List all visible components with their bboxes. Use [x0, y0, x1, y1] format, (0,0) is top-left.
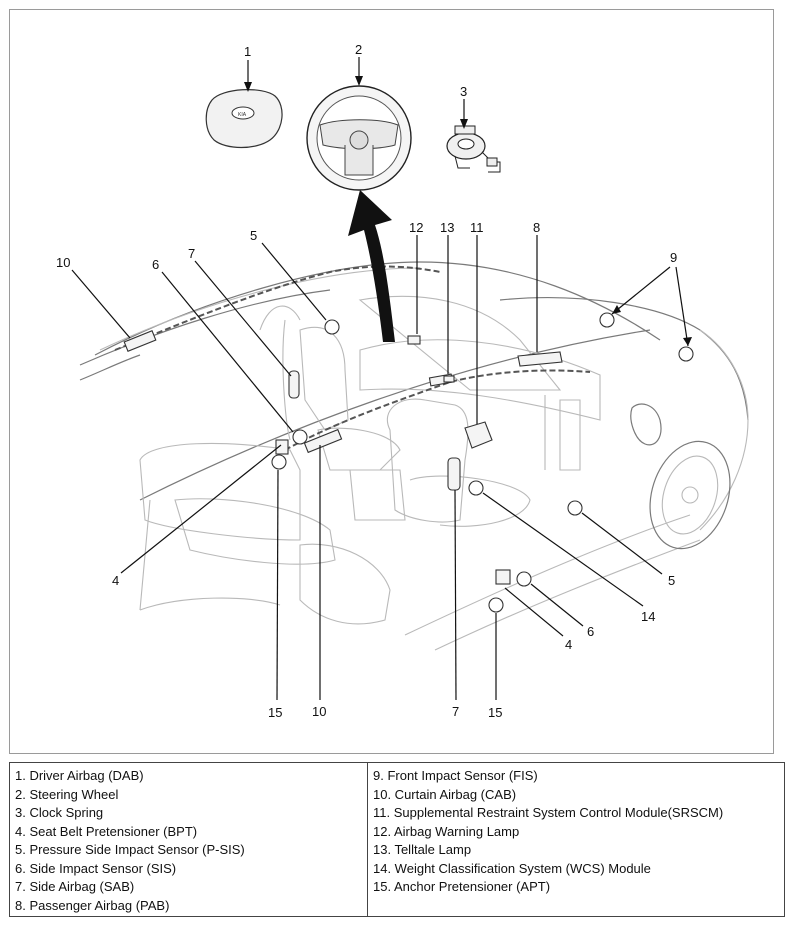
- callout-2: 2: [355, 42, 362, 57]
- callout-7-top: 7: [188, 246, 195, 261]
- legend-item: 3. Clock Spring: [15, 805, 104, 820]
- steering-wheel-part: [306, 85, 412, 191]
- callout-12: 12: [409, 220, 423, 235]
- legend-item: 15. Anchor Pretensioner (APT): [373, 879, 551, 894]
- callout-4-left: 4: [112, 573, 119, 588]
- callout-9: 9: [670, 250, 677, 265]
- leader-lines: [71, 57, 692, 701]
- callout-14: 14: [641, 609, 655, 624]
- callout-4-right: 4: [565, 637, 572, 652]
- callout-1: 1: [244, 44, 251, 59]
- legend-column-left: 1. Driver Airbag (DAB) 2. Steering Wheel…: [10, 763, 368, 916]
- callout-6-right: 6: [587, 624, 594, 639]
- callout-7-bottom: 7: [452, 704, 459, 719]
- legend-item: 7. Side Airbag (SAB): [15, 879, 135, 894]
- legend-item: 6. Side Impact Sensor (SIS): [15, 860, 177, 876]
- legend-column-right: 9. Front Impact Sensor (FIS) 10. Curtain…: [368, 763, 784, 916]
- svg-text:KIA: KIA: [238, 112, 247, 118]
- callout-8: 8: [533, 220, 540, 235]
- callout-5-right: 5: [668, 573, 675, 588]
- legend-item: 5. Pressure Side Impact Sensor (P-SIS): [15, 842, 245, 857]
- legend-item: 12. Airbag Warning Lamp: [373, 823, 520, 839]
- legend-item: 2. Steering Wheel: [15, 786, 119, 802]
- sensor-circles: [271, 312, 694, 613]
- callout-10-bottom: 10: [312, 704, 326, 719]
- clock-spring-part: [446, 125, 501, 173]
- modules: [275, 335, 563, 585]
- steering-wheel-arrow: [348, 190, 395, 342]
- vehicle-outline: [79, 261, 749, 651]
- callout-11: 11: [470, 220, 484, 235]
- legend-item: 13. Telltale Lamp: [373, 842, 472, 857]
- legend-item: 4. Seat Belt Pretensioner (BPT): [15, 823, 198, 839]
- callout-13: 13: [440, 220, 454, 235]
- legend-item: 11. Supplemental Restraint System Contro…: [373, 805, 724, 820]
- legend-item: 1. Driver Airbag (DAB): [15, 768, 144, 783]
- legend-item: 8. Passenger Airbag (PAB): [15, 897, 170, 913]
- callout-labels: 1 2 3 10 6 7 5 12 13 11 8 9 4 5 14 6 4 1…: [56, 42, 677, 720]
- legend-item: 9. Front Impact Sensor (FIS): [373, 768, 538, 783]
- driver-airbag-part: KIA: [205, 89, 283, 149]
- legend-item: 14. Weight Classification System (WCS) M…: [373, 860, 651, 876]
- legend-table: 1. Driver Airbag (DAB) 2. Steering Wheel…: [9, 762, 785, 917]
- callout-6-top: 6: [152, 257, 159, 272]
- srs-component-diagram: KIA: [56, 42, 749, 720]
- callout-5-top: 5: [250, 228, 257, 243]
- callout-10-top: 10: [56, 255, 70, 270]
- callout-15-right: 15: [488, 705, 502, 720]
- callout-15-left: 15: [268, 705, 282, 720]
- callout-3: 3: [460, 84, 467, 99]
- legend-item: 10. Curtain Airbag (CAB): [373, 786, 517, 802]
